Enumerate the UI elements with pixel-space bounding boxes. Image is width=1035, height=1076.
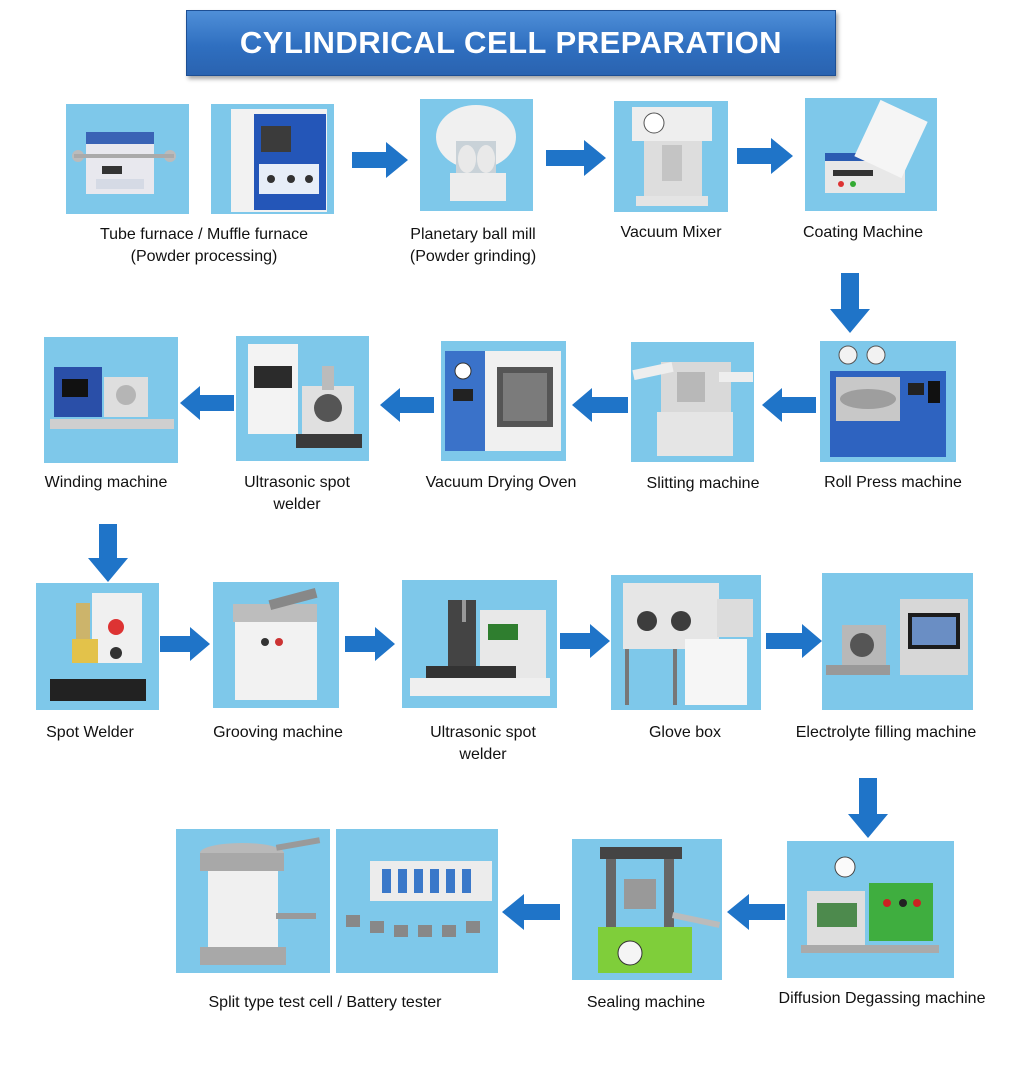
arrow-right-icon [160, 627, 210, 661]
arrow-left-icon [180, 386, 234, 420]
glove-box-photo [611, 575, 761, 710]
muffle-furnace-photo [211, 104, 334, 214]
arrow-right-icon [345, 627, 395, 661]
arrow-right-icon [766, 624, 822, 658]
step-note: (Powder processing) [130, 248, 278, 265]
label-glove-box: Glove box [625, 722, 745, 744]
arrow-left-icon [502, 894, 560, 930]
step-name: Roll Press machine [824, 474, 962, 491]
split-test-cell-photo [176, 829, 330, 973]
label-coating-machine: Coating Machine [783, 222, 943, 244]
arrow-right-icon [352, 142, 408, 178]
step-name: Spot Welder [46, 724, 134, 741]
ultrasonic-welder-photo-1 [236, 336, 369, 461]
tube-furnace-photo [66, 104, 189, 214]
label-grooving: Grooving machine [198, 722, 358, 744]
arrow-left-icon [572, 388, 628, 422]
page-title: CYLINDRICAL CELL PREPARATION [239, 25, 783, 60]
electrolyte-filling-photo [822, 573, 973, 710]
label-sealing: Sealing machine [566, 992, 726, 1014]
label-degassing: Diffusion Degassing machine [770, 988, 994, 1010]
arrow-right-icon [737, 138, 793, 174]
arrow-down-icon [830, 273, 870, 333]
vacuum-mixer-photo [614, 101, 728, 212]
step-name: Ultrasonic spot [244, 474, 350, 491]
label-spot-welder: Spot Welder [20, 722, 160, 744]
step-name: Grooving machine [213, 724, 343, 741]
step-name: Ultrasonic spot [430, 724, 536, 741]
label-vacuum-oven: Vacuum Drying Oven [411, 472, 591, 494]
arrow-left-icon [727, 894, 785, 930]
label-electrolyte-filling: Electrolyte filling machine [780, 722, 992, 744]
step-note: (Powder grinding) [409, 248, 537, 265]
degassing-machine-photo [787, 841, 954, 978]
sealing-machine-photo [572, 839, 722, 980]
arrow-right-icon [560, 624, 610, 658]
step-name-line2: welder [459, 746, 507, 763]
arrow-right-icon [546, 140, 606, 176]
spot-welder-photo [36, 583, 159, 710]
label-winding: Winding machine [26, 472, 186, 494]
label-ultrasonic-welder-2: Ultrasonic spot welder [408, 722, 558, 766]
step-name: Vacuum Drying Oven [425, 474, 577, 491]
step-name: Sealing machine [586, 994, 706, 1011]
step-name: Coating Machine [802, 224, 924, 241]
step-name: Vacuum Mixer [620, 224, 722, 241]
arrow-down-icon [848, 778, 888, 838]
winding-machine-photo [44, 337, 178, 463]
step-name: Split type test cell / Battery tester [208, 994, 442, 1011]
slitting-machine-photo [631, 342, 754, 462]
coating-machine-photo [805, 98, 937, 211]
roll-press-photo [820, 341, 956, 462]
step-name: Diffusion Degassing machine [778, 990, 986, 1007]
step-name-line2: welder [273, 496, 321, 513]
arrow-left-icon [380, 388, 434, 422]
label-slitting: Slitting machine [623, 473, 783, 495]
label-test-cell-tester: Split type test cell / Battery tester [180, 992, 470, 1014]
title-banner: CYLINDRICAL CELL PREPARATION [186, 10, 836, 76]
step-name: Tube furnace / Muffle furnace [99, 226, 309, 243]
label-vacuum-mixer: Vacuum Mixer [596, 222, 746, 244]
step-name: Electrolyte filling machine [795, 724, 977, 741]
label-roll-press: Roll Press machine [803, 472, 983, 494]
step-name: Slitting machine [646, 475, 760, 492]
step-name: Winding machine [44, 474, 168, 491]
grooving-machine-photo [213, 582, 339, 708]
ball-mill-photo [420, 99, 533, 211]
ultrasonic-welder-photo-2 [402, 580, 557, 708]
battery-tester-photo [336, 829, 498, 973]
step-name: Planetary ball mill [410, 226, 536, 243]
label-ball-mill: Planetary ball mill (Powder grinding) [393, 224, 553, 268]
vacuum-oven-photo [441, 341, 566, 461]
arrow-left-icon [762, 388, 816, 422]
step-name: Glove box [648, 724, 722, 741]
label-ultrasonic-welder-1: Ultrasonic spot welder [222, 472, 372, 516]
arrow-down-icon [88, 524, 128, 582]
label-tube-muffle-furnace: Tube furnace / Muffle furnace (Powder pr… [74, 224, 334, 268]
